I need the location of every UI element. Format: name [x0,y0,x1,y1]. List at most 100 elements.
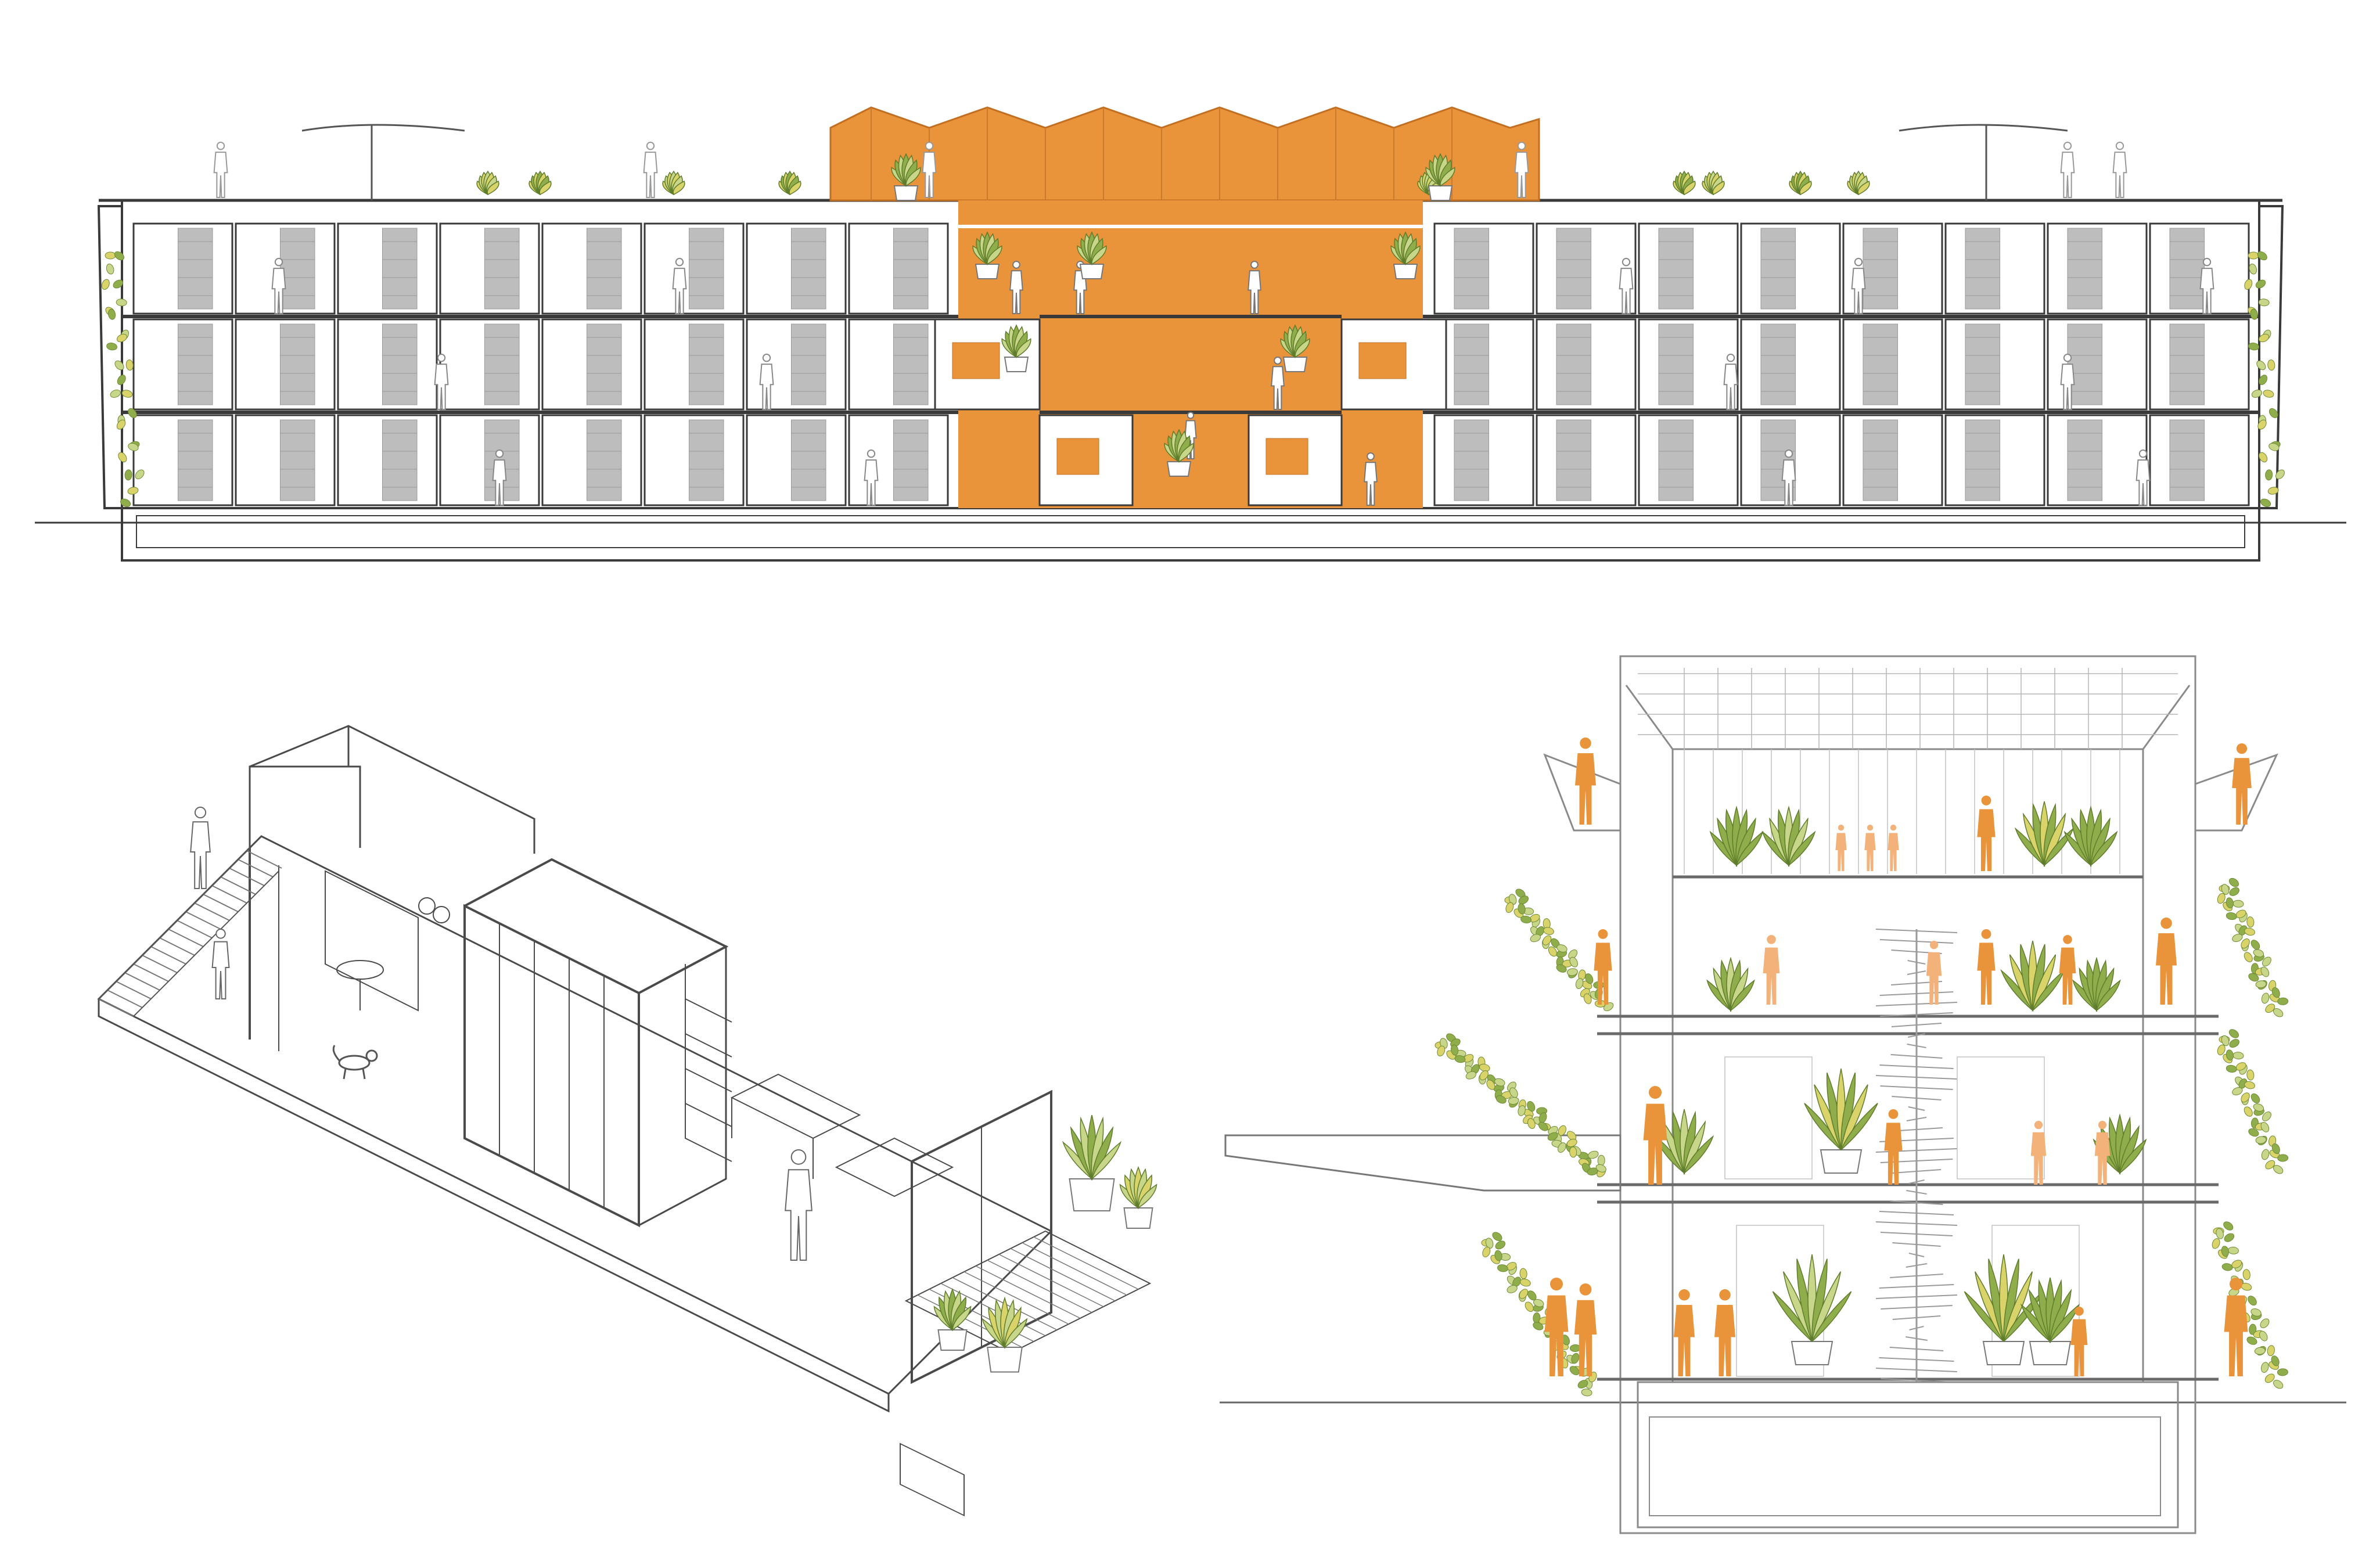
plant-icon [476,170,499,196]
plant-icon [1761,805,1816,867]
plant-icon [2072,956,2121,1012]
person-figure-icon [785,1149,812,1261]
stair-tread [150,946,186,965]
stair-tread [177,920,213,938]
deck-board [940,1283,1046,1336]
top-wall-edge [249,725,535,854]
stair-tread [194,902,230,921]
balcony-left [1543,753,1622,832]
deck-board [963,1271,1069,1325]
storage-wall [1556,419,1591,501]
planter [1820,1149,1863,1174]
storage-wall [893,323,929,405]
front-glazing [911,1089,1052,1384]
storage-wall [2169,323,2205,405]
spiral-stair-icon [1875,929,1958,1383]
planter [1166,461,1192,477]
person-figure-icon [1977,929,1996,1005]
storage-block [463,904,640,1228]
cross-roof [1625,685,2191,750]
storage-wall [689,323,724,405]
stair-tread [220,876,256,895]
cross-basement [1637,1381,2179,1528]
end-bay-right [2258,205,2284,509]
roof-plants [476,153,1870,477]
plant-icon [1847,170,1870,196]
stair-tread [142,955,178,973]
long-section-view [35,106,2346,562]
planter [1982,1341,2025,1365]
stair-tread [133,963,169,982]
person-figure-icon [672,258,687,314]
storage-wall [2067,419,2102,501]
basement-void [136,515,2245,548]
shelving-lines [685,998,732,1127]
deck-board [1022,1242,1127,1296]
storage-wall [1454,419,1489,501]
atrium-cross-section-view [1220,655,2346,1534]
planter [1791,1341,1833,1365]
plant-icon [891,153,921,187]
person-figure-icon [1977,796,1996,871]
storage-wall [689,419,724,501]
person-figure-icon [922,142,937,198]
plant-icon [1772,1254,1852,1342]
plant-icon [1702,170,1725,196]
plant-icon [1709,805,1764,867]
window [1724,1056,1813,1179]
person-figure-icon [492,449,507,506]
storage-wall [280,228,315,310]
plant-icon [1673,170,1696,196]
person-figure-icon [2135,449,2151,506]
stair-tread [185,911,221,930]
storage-wall [689,228,724,310]
planter [1428,185,1453,201]
window [1957,1056,2045,1179]
storage-wall [1658,228,1694,310]
planter [2029,1341,2072,1365]
storage-wall [893,228,929,310]
storage-wall [1658,323,1694,405]
storage-wall [1863,323,1898,405]
stair-tread [168,929,204,947]
storage-wall [1658,419,1694,501]
person-figure-icon [434,354,449,410]
end-bay-left [97,205,123,509]
person-figure-icon [1544,1278,1569,1376]
planter [1069,1178,1115,1211]
plant-icon [1001,324,1031,358]
person-figure-icon [2094,1121,2111,1185]
planter [987,1347,1023,1373]
plant-icon [1804,1068,1878,1150]
plant-icon [529,170,552,196]
parasol-icon [301,124,2068,200]
plant-icon [662,170,685,196]
storage-wall [587,228,622,310]
person-figure-icon [2232,743,2252,825]
cross-people [1544,738,2252,1376]
storage-wall [1454,228,1489,310]
stair-tread [229,868,265,886]
orange-window [952,342,1000,379]
cat-icon [332,1045,378,1080]
plant-icon [1654,1109,1714,1175]
person-figure-icon [1926,941,1942,1005]
plant-icon [2063,805,2118,867]
vine-plant-icon [2244,251,2285,507]
person-figure-icon [2112,142,2127,198]
plant-icon [2014,801,2075,867]
bed [835,1137,954,1197]
person-figure-icon [1864,825,1876,871]
plant-icon [972,231,1002,265]
stair-tread [211,885,247,904]
person-figure-icon [211,929,230,999]
storage-wall [2169,419,2205,501]
storage-wall [2169,228,2205,310]
person-figure-icon [190,807,211,889]
person-figure-icon [1364,452,1378,506]
vine-plant-icon [1435,1033,1606,1178]
stair-icon [98,847,282,1017]
plant-icon [1164,429,1194,463]
orange-window [1358,342,1407,379]
